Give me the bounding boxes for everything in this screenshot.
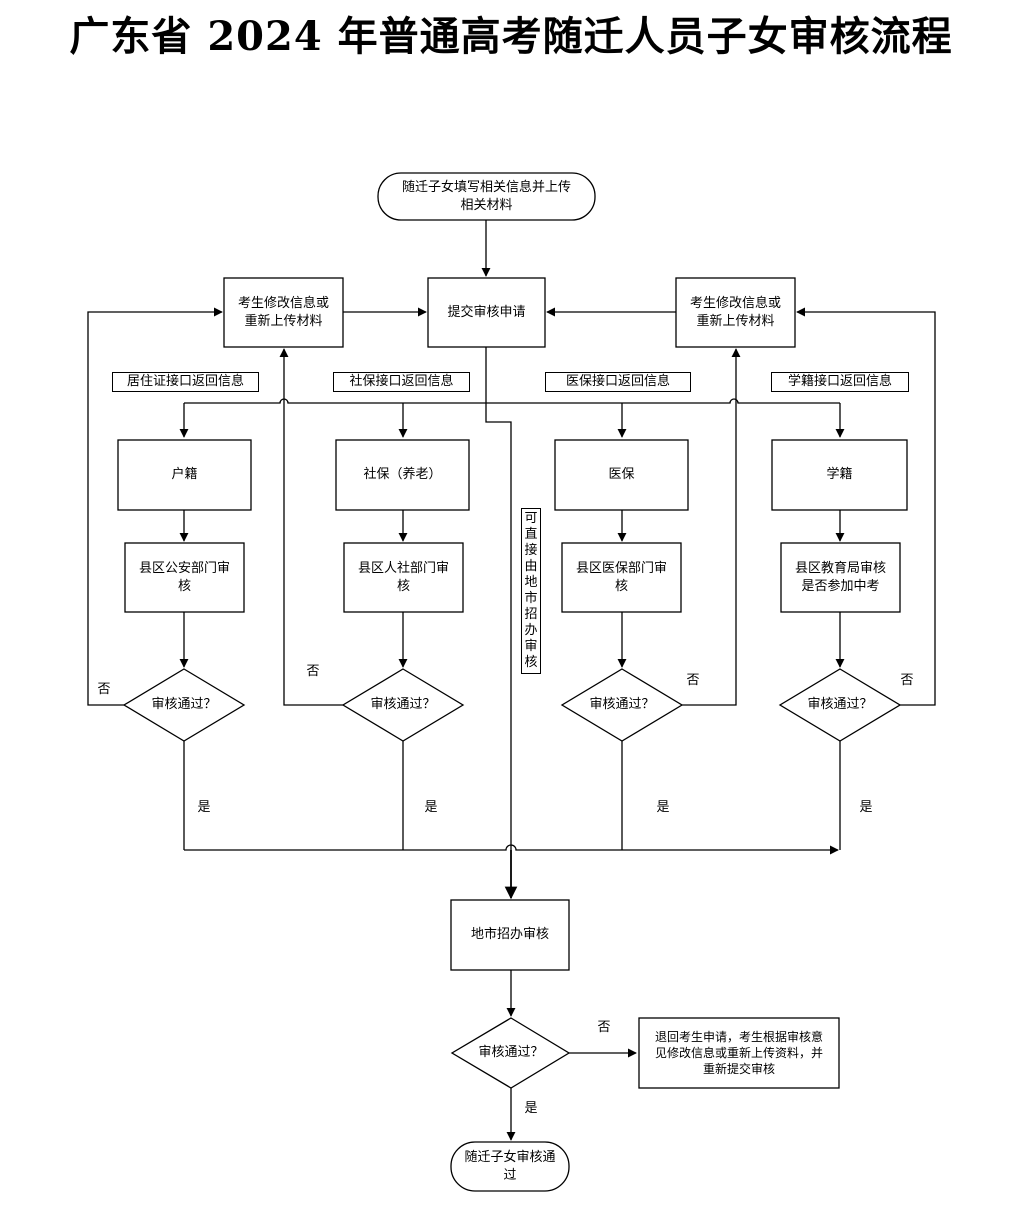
no-label-final: 否 — [597, 1020, 611, 1035]
modify-right-box — [675, 277, 796, 348]
no-label-1: 否 — [97, 682, 111, 697]
start-label: 随迁子女填写相关信息并上传 相关材料 — [401, 179, 571, 213]
modify-right-label: 考生修改信息或 重新上传材料 — [689, 295, 781, 329]
passed-terminal — [450, 1141, 570, 1192]
huji-box — [117, 439, 252, 511]
hr-label: 县区人社部门审 核 — [357, 560, 449, 594]
decision-2-label: 审核通过？ — [370, 697, 436, 712]
yibao-box — [554, 439, 689, 511]
no-label-4: 否 — [900, 673, 914, 688]
yes-label-3: 是 — [656, 800, 670, 815]
modify-left-box — [223, 277, 344, 348]
yes-label-2: 是 — [424, 800, 438, 815]
police-label: 县区公安部门审 核 — [138, 560, 230, 594]
yes-label-4: 是 — [859, 800, 873, 815]
tag-social: 社保接口返回信息 — [333, 372, 470, 392]
city-box — [450, 899, 570, 971]
shebao-label: 社保（养老） — [363, 467, 442, 482]
police-box — [124, 542, 245, 613]
page-title: 广东省 2024 年普通高考随迁人员子女审核流程 — [69, 13, 953, 60]
medical-box — [561, 542, 682, 613]
shebao-box — [335, 439, 470, 511]
yes-label-1: 是 — [197, 800, 211, 815]
medical-label: 县区医保部门审 核 — [575, 560, 667, 594]
no-label-3: 否 — [686, 673, 700, 688]
city-label: 地市招办审核 — [470, 927, 549, 942]
huji-label: 户籍 — [171, 467, 198, 482]
yibao-label: 医保 — [608, 467, 635, 482]
decision-1-label: 审核通过？ — [151, 697, 217, 712]
tag-residence: 居住证接口返回信息 — [112, 372, 259, 392]
yes-label-final: 是 — [524, 1101, 538, 1116]
decision-4-label: 审核通过？ — [807, 697, 873, 712]
xueji-box — [771, 439, 908, 511]
passed-label: 随迁子女审核通 过 — [464, 1149, 556, 1183]
edu-label: 县区教育局审核 是否参加中考 — [794, 560, 886, 594]
tag-medical: 医保接口返回信息 — [545, 372, 691, 392]
return-note-label: 退回考生申请，考生根据审核意 见修改信息或重新上传资料，并 重新提交审核 — [654, 1030, 823, 1076]
submit-label: 提交审核申请 — [447, 304, 526, 320]
tag-school: 学籍接口返回信息 — [771, 372, 909, 392]
decision-3-label: 审核通过？ — [589, 697, 655, 712]
hr-box — [343, 542, 464, 613]
no-label-2: 否 — [306, 664, 320, 679]
xueji-label: 学籍 — [826, 467, 853, 482]
return-note-box — [638, 1017, 840, 1089]
edu-box — [780, 542, 901, 613]
tag-direct: 可直接由地市招办审核 — [521, 508, 541, 674]
decision-final-label: 审核通过？ — [478, 1045, 544, 1060]
modify-left-label: 考生修改信息或 重新上传材料 — [237, 295, 329, 329]
